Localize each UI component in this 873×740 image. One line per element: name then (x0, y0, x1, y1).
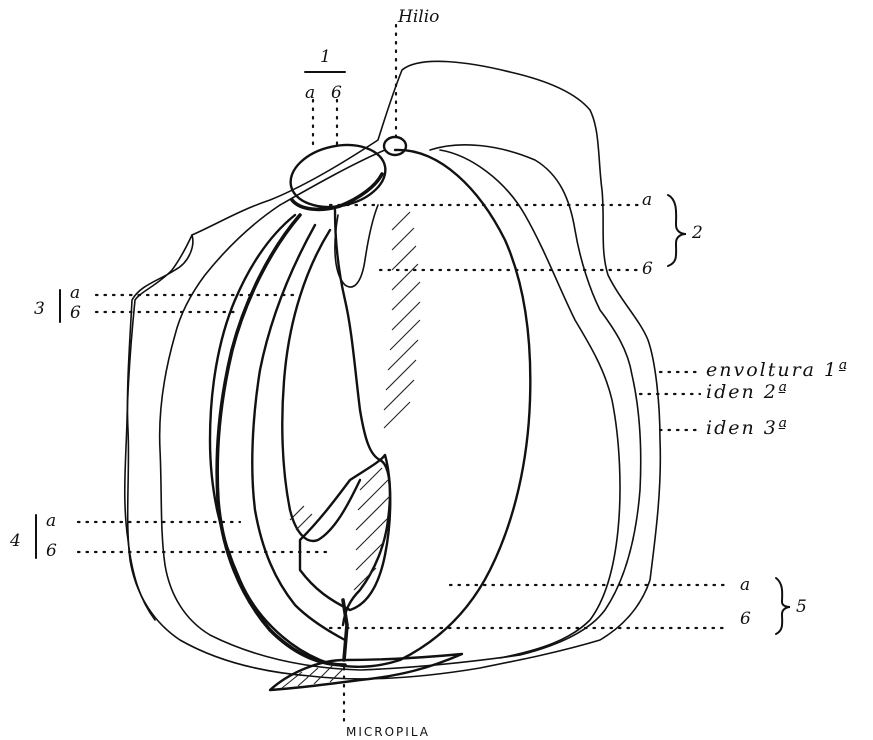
label-3: 3 (34, 299, 45, 319)
label-5b: 6 (740, 609, 751, 629)
brace-2 (668, 195, 686, 266)
label-hilio: Hilio (397, 7, 439, 27)
label-5a: a (740, 575, 750, 595)
nucellus-inner-wall (252, 225, 345, 640)
chalaza-column-left (335, 205, 378, 287)
hatching-right-column (384, 212, 420, 428)
label-iden-2: iden 2ª (706, 381, 789, 403)
label-4a: a (46, 511, 56, 531)
label-1b: 6 (331, 83, 342, 103)
lower-flap-outline (300, 455, 390, 610)
label-micropila: MICROPILA (346, 725, 430, 739)
second-envelope-outline (160, 145, 641, 670)
label-1: 1 (320, 47, 331, 67)
label-envoltura-1: envoltura 1ª (706, 359, 849, 381)
nucellus-left-wall (217, 215, 345, 665)
label-3a: a (70, 283, 80, 303)
hilum-cap-rim (292, 174, 382, 209)
embryo-sac-outline (282, 230, 360, 541)
outer-envelope-left-edge (125, 235, 192, 620)
label-4: 4 (9, 531, 21, 551)
label-2b: 6 (642, 259, 653, 279)
brace-5 (776, 578, 790, 634)
label-2a: a (642, 190, 652, 210)
inner-envelope-outline (210, 150, 530, 667)
label-5: 5 (796, 597, 807, 617)
label-3b: 6 (70, 303, 81, 323)
label-1a: a (305, 83, 315, 103)
label-2: 2 (691, 223, 703, 243)
hilum-cap (285, 137, 391, 216)
hilum-knob (384, 137, 406, 155)
label-4b: 6 (46, 541, 57, 561)
label-iden-3: iden 3ª (706, 417, 789, 439)
hatching-lower-flap (290, 468, 390, 590)
